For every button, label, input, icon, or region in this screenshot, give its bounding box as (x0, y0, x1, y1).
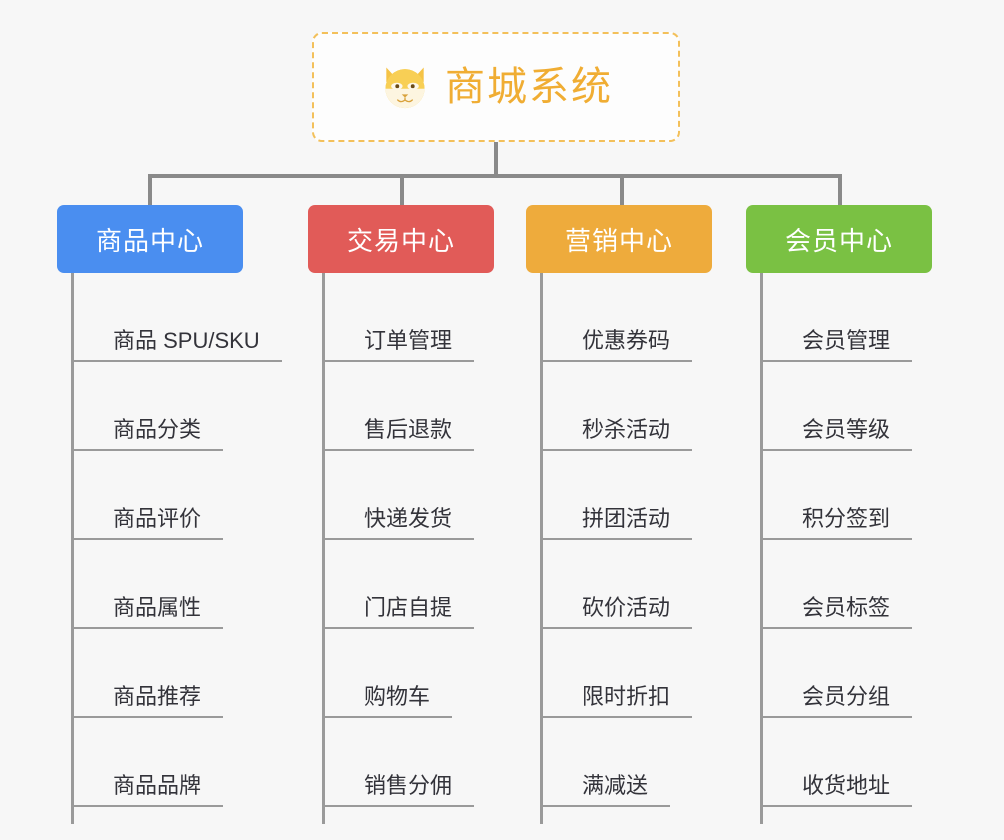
leaf-label: 收货地址 (760, 772, 913, 807)
leaf-label: 订单管理 (322, 327, 475, 362)
leaf-item[interactable]: 商品品牌 (71, 718, 282, 807)
leaf-item[interactable]: 优惠券码 (540, 273, 693, 362)
root-node[interactable]: 商城系统 (312, 32, 680, 142)
leaf-label: 购物车 (322, 683, 453, 718)
leaf-label: 商品品牌 (71, 772, 224, 807)
leaf-column-trade: 订单管理 售后退款 快递发货 门店自提 购物车 销售分佣 (322, 273, 475, 824)
leaf-item[interactable]: 商品评价 (71, 451, 282, 540)
connector-drop-4 (838, 174, 842, 205)
leaf-item[interactable]: 订单管理 (322, 273, 475, 362)
category-box-member[interactable]: 会员中心 (746, 205, 932, 273)
leaf-label: 门店自提 (322, 594, 475, 629)
connector-drop-1 (148, 174, 152, 205)
leaf-column-marketing: 优惠券码 秒杀活动 拼团活动 砍价活动 限时折扣 满减送 (540, 273, 693, 824)
leaf-item[interactable]: 会员等级 (760, 362, 913, 451)
connector-drop-2 (400, 174, 404, 205)
leaf-item[interactable]: 会员标签 (760, 540, 913, 629)
leaf-item[interactable]: 收货地址 (760, 718, 913, 807)
column-rail (760, 273, 763, 824)
category-title: 会员中心 (784, 225, 893, 256)
leaf-label: 优惠券码 (540, 327, 693, 362)
category-box-marketing[interactable]: 营销中心 (526, 205, 712, 273)
leaf-label: 限时折扣 (540, 683, 693, 718)
category-box-product[interactable]: 商品中心 (57, 205, 243, 273)
column-rail (322, 273, 325, 824)
leaf-label: 商品评价 (71, 505, 224, 540)
leaf-item[interactable]: 砍价活动 (540, 540, 693, 629)
leaf-item[interactable]: 积分签到 (760, 451, 913, 540)
leaf-item[interactable]: 售后退款 (322, 362, 475, 451)
column-rail (540, 273, 543, 824)
leaf-item[interactable]: 满减送 (540, 718, 692, 807)
leaf-label: 售后退款 (322, 416, 475, 451)
leaf-item[interactable]: 销售分佣 (322, 718, 475, 807)
connector-root-stem (494, 142, 498, 178)
column-rail (71, 273, 74, 824)
leaf-item[interactable]: 商品分类 (71, 362, 282, 451)
leaf-label: 满减送 (540, 772, 671, 807)
leaf-column-member: 会员管理 会员等级 积分签到 会员标签 会员分组 收货地址 (760, 273, 913, 824)
leaf-item[interactable]: 购物车 (322, 629, 474, 718)
leaf-item[interactable]: 限时折扣 (540, 629, 693, 718)
leaf-label: 积分签到 (760, 505, 913, 540)
leaf-item[interactable]: 商品推荐 (71, 629, 282, 718)
leaf-item[interactable]: 拼团活动 (540, 451, 693, 540)
leaf-label: 会员分组 (760, 683, 913, 718)
connector-horizontal-bus (148, 174, 842, 178)
leaf-label: 商品属性 (71, 594, 224, 629)
leaf-label: 商品 SPU/SKU (71, 327, 282, 362)
category-title: 商品中心 (95, 225, 204, 256)
leaf-label: 快递发货 (322, 505, 475, 540)
leaf-item[interactable]: 商品 SPU/SKU (71, 273, 282, 362)
leaf-label: 销售分佣 (322, 772, 475, 807)
connector-drop-3 (620, 174, 624, 205)
leaf-item[interactable]: 商品属性 (71, 540, 282, 629)
root-title: 商城系统 (445, 65, 613, 109)
leaf-label: 会员管理 (760, 327, 913, 362)
leaf-item[interactable]: 秒杀活动 (540, 362, 693, 451)
category-box-trade[interactable]: 交易中心 (308, 205, 494, 273)
leaf-item[interactable]: 会员分组 (760, 629, 913, 718)
leaf-label: 砍价活动 (540, 594, 693, 629)
category-title: 营销中心 (564, 225, 673, 256)
leaf-item[interactable]: 门店自提 (322, 540, 475, 629)
leaf-item[interactable]: 会员管理 (760, 273, 913, 362)
leaf-column-product: 商品 SPU/SKU 商品分类 商品评价 商品属性 商品推荐 商品品牌 (71, 273, 282, 824)
dog-face-icon (385, 67, 425, 109)
leaf-label: 会员等级 (760, 416, 913, 451)
category-title: 交易中心 (346, 225, 455, 256)
leaf-item[interactable]: 快递发货 (322, 451, 475, 540)
leaf-label: 会员标签 (760, 594, 913, 629)
leaf-label: 拼团活动 (540, 505, 693, 540)
leaf-label: 商品推荐 (71, 683, 224, 718)
leaf-label: 商品分类 (71, 416, 224, 451)
leaf-label: 秒杀活动 (540, 416, 693, 451)
